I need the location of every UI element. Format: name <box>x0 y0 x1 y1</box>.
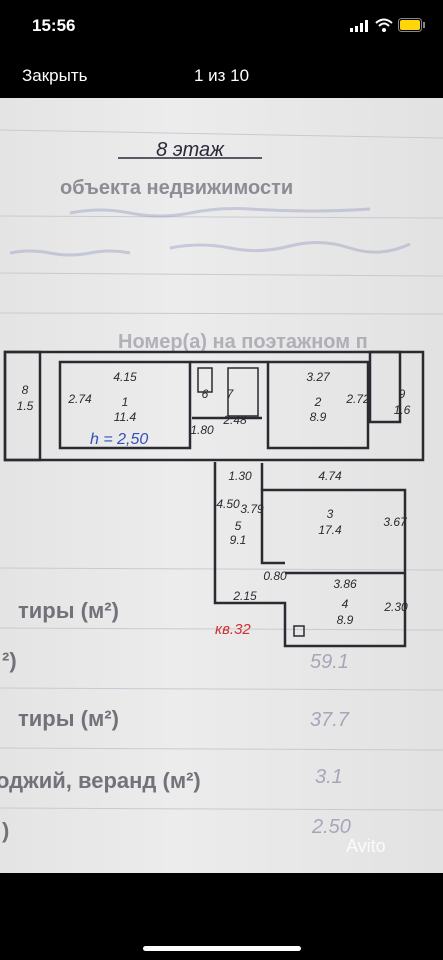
svg-text:4.74: 4.74 <box>318 469 342 483</box>
close-button[interactable]: Закрыть <box>22 66 88 85</box>
photo-counter: 1 из 10 <box>193 66 250 85</box>
home-indicator[interactable] <box>143 946 301 951</box>
form-line-number: Номер(а) на поэтажном п <box>118 331 368 353</box>
svg-text:3: 3 <box>327 507 334 521</box>
svg-text:17.4: 17.4 <box>318 523 342 537</box>
ceiling-height: h = 2,50 <box>90 431 148 448</box>
svg-text:59.1: 59.1 <box>310 651 349 673</box>
apartment-number: кв.32 <box>215 621 251 638</box>
svg-text:4: 4 <box>342 597 349 611</box>
svg-text:1.80: 1.80 <box>190 423 214 437</box>
svg-text:8.9: 8.9 <box>310 410 327 424</box>
svg-text:8.9: 8.9 <box>337 613 354 627</box>
svg-text:7: 7 <box>227 387 235 401</box>
svg-text:1: 1 <box>122 395 129 409</box>
cellular-signal-icon <box>350 20 368 32</box>
svg-text:8: 8 <box>22 383 29 397</box>
bathtub-icon <box>227 367 259 417</box>
floor-plan-photo[interactable]: 8 этаж объекта недвижимости Номер(а) на … <box>0 98 443 873</box>
svg-text:2.74: 2.74 <box>67 392 92 406</box>
svg-text:9.1: 9.1 <box>230 533 247 547</box>
svg-text:): ) <box>2 818 9 843</box>
svg-text:5: 5 <box>235 519 242 533</box>
svg-text:2: 2 <box>314 395 322 409</box>
svg-text:37.7: 37.7 <box>310 709 350 731</box>
avito-watermark: Avito <box>346 836 386 856</box>
svg-text:1.5: 1.5 <box>17 399 34 413</box>
toilet-icon <box>197 367 213 393</box>
svg-text:3.27: 3.27 <box>306 370 331 384</box>
svg-text:1.30: 1.30 <box>228 469 252 483</box>
svg-text:2.30: 2.30 <box>383 600 408 614</box>
status-time: 15:56 <box>32 16 76 35</box>
svg-text:3.1: 3.1 <box>315 766 343 788</box>
svg-text:3.86: 3.86 <box>333 577 357 591</box>
svg-text:тиры (м²): тиры (м²) <box>18 706 119 731</box>
svg-text:тиры (м²): тиры (м²) <box>18 598 119 623</box>
svg-text:3.79: 3.79 <box>240 502 264 516</box>
svg-text:9: 9 <box>399 387 406 401</box>
battery-icon <box>398 18 425 32</box>
svg-text:0.80: 0.80 <box>263 569 287 583</box>
form-line-object: объекта недвижимости <box>60 177 293 199</box>
svg-text:6: 6 <box>202 387 209 401</box>
floor-title: 8 этаж <box>156 139 225 161</box>
status-bar: 15:56 <box>0 0 443 52</box>
svg-text:2.72: 2.72 <box>345 392 370 406</box>
svg-text:11.4: 11.4 <box>114 410 137 424</box>
svg-text:2.50: 2.50 <box>311 816 351 838</box>
svg-text:3.67: 3.67 <box>383 515 408 529</box>
wifi-icon <box>375 18 393 32</box>
svg-text:2.15: 2.15 <box>232 589 257 603</box>
svg-text:²): ²) <box>2 648 17 673</box>
svg-text:4.50: 4.50 <box>216 497 240 511</box>
svg-text:оджий, веранд (м²): оджий, веранд (м²) <box>0 768 201 793</box>
svg-text:2.48: 2.48 <box>222 413 247 427</box>
svg-text:1.6: 1.6 <box>394 403 411 417</box>
svg-text:4.15: 4.15 <box>113 370 137 384</box>
viewer-header: Закрыть 1 из 10 <box>0 52 443 98</box>
